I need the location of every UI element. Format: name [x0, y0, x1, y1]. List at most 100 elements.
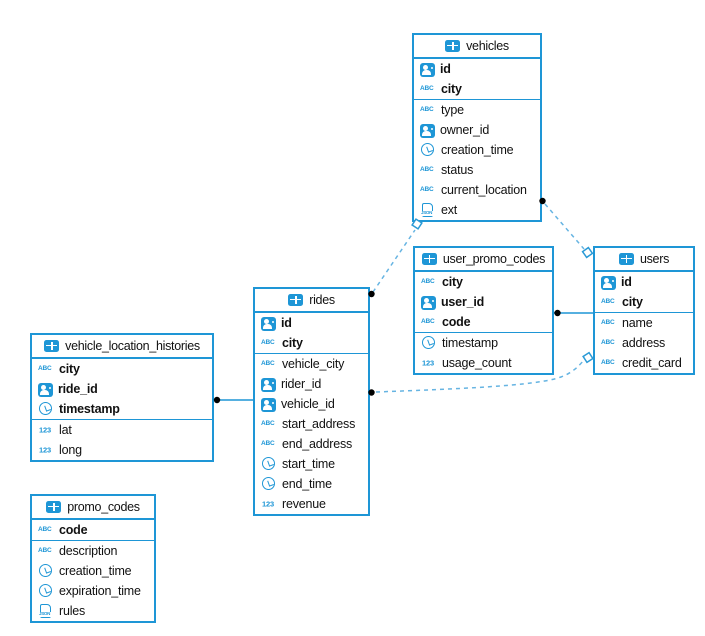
column-name: city	[622, 295, 643, 309]
column-name: id	[440, 62, 451, 76]
table-header: vehicle_location_histories	[32, 335, 212, 358]
column-row: expiration_time	[32, 581, 154, 601]
column-row: id	[255, 313, 368, 333]
column-name: expiration_time	[59, 584, 141, 598]
column-name: current_location	[441, 183, 527, 197]
primary-key-section: code	[32, 519, 154, 540]
int-icon	[421, 356, 437, 371]
column-row: lat	[32, 420, 212, 440]
int-icon	[38, 423, 54, 438]
table-icon	[288, 294, 304, 306]
column-name: city	[442, 275, 463, 289]
string-icon	[420, 103, 436, 118]
column-row: status	[414, 160, 540, 180]
column-name: creation_time	[59, 564, 132, 578]
column-name: timestamp	[59, 402, 120, 416]
table-header: promo_codes	[32, 496, 154, 519]
string-icon	[38, 523, 54, 538]
column-row: code	[415, 312, 552, 332]
column-row: usage_count	[415, 353, 552, 373]
column-row: end_address	[255, 434, 368, 454]
column-row: creation_time	[414, 140, 540, 160]
relationship-user-promo-codes-users	[554, 309, 593, 317]
column-name: city	[59, 362, 80, 376]
column-row: user_id	[415, 292, 552, 312]
relationship-vehicle-location-histories-rides	[213, 396, 253, 404]
string-icon	[421, 315, 437, 330]
string-icon	[261, 437, 277, 452]
json-icon	[38, 604, 54, 619]
column-name: rules	[59, 604, 86, 618]
column-name: city	[441, 82, 462, 96]
table-name: users	[639, 252, 670, 266]
table-name: promo_codes	[67, 500, 140, 514]
table-icon	[46, 501, 62, 513]
table-header: users	[595, 248, 693, 271]
table-icon	[445, 40, 461, 52]
timestamp-icon	[261, 457, 277, 472]
columns-section: timestamp usage_count	[415, 332, 552, 373]
primary-key-section: city user_id code	[415, 271, 552, 332]
string-icon	[420, 163, 436, 178]
column-row: start_address	[255, 414, 368, 434]
column-name: long	[59, 443, 82, 457]
table-rides[interactable]: rides id city vehicle_city rider_id	[253, 287, 370, 516]
columns-section: type owner_id creation_time status curre…	[414, 99, 540, 220]
uuid-icon	[601, 275, 616, 290]
table-vehicle-location-histories[interactable]: vehicle_location_histories city ride_id …	[30, 333, 214, 462]
column-name: usage_count	[442, 356, 512, 370]
uuid-icon	[261, 397, 276, 412]
table-user-promo-codes[interactable]: user_promo_codes city user_id code times…	[413, 246, 554, 375]
table-users[interactable]: users id city name address credi	[593, 246, 695, 375]
string-icon	[261, 336, 277, 351]
column-name: ext	[441, 203, 458, 217]
int-icon	[38, 443, 54, 458]
column-row: vehicle_id	[255, 394, 368, 414]
column-name: timestamp	[442, 336, 498, 350]
column-name: id	[281, 316, 292, 330]
column-name: ride_id	[58, 382, 98, 396]
column-name: status	[441, 163, 474, 177]
table-header: rides	[255, 289, 368, 312]
column-row: revenue	[255, 494, 368, 514]
column-row: timestamp	[415, 333, 552, 353]
table-vehicles[interactable]: vehicles id city type owner_id c	[412, 33, 542, 222]
column-name: id	[621, 275, 632, 289]
timestamp-icon	[38, 584, 54, 599]
string-icon	[261, 357, 277, 372]
column-name: address	[622, 336, 666, 350]
column-name: owner_id	[440, 123, 490, 137]
string-icon	[420, 183, 436, 198]
column-row: rider_id	[255, 374, 368, 394]
string-icon	[601, 336, 617, 351]
uuid-icon	[420, 123, 435, 138]
table-name: rides	[309, 293, 335, 307]
string-icon	[421, 275, 437, 290]
column-row: city	[415, 272, 552, 292]
column-row: description	[32, 541, 154, 561]
column-name: credit_card	[622, 356, 682, 370]
column-row: city	[255, 333, 368, 353]
uuid-icon	[420, 62, 435, 77]
timestamp-icon	[38, 402, 54, 417]
column-name: end_time	[282, 477, 332, 491]
column-name: revenue	[282, 497, 326, 511]
column-name: type	[441, 103, 464, 117]
timestamp-icon	[421, 336, 437, 351]
column-row: ride_id	[32, 379, 212, 399]
timestamp-icon	[38, 564, 54, 579]
column-name: user_id	[441, 295, 485, 309]
column-name: creation_time	[441, 143, 514, 157]
column-name: rider_id	[281, 377, 322, 391]
table-promo-codes[interactable]: promo_codes code description creation_ti…	[30, 494, 156, 623]
column-name: vehicle_id	[281, 397, 335, 411]
column-row: rules	[32, 601, 154, 621]
column-name: city	[282, 336, 303, 350]
column-row: current_location	[414, 180, 540, 200]
primary-key-section: id city	[595, 271, 693, 312]
string-icon	[601, 356, 617, 371]
table-header: vehicles	[414, 35, 540, 58]
column-row: city	[32, 359, 212, 379]
primary-key-section: id city	[255, 312, 368, 353]
